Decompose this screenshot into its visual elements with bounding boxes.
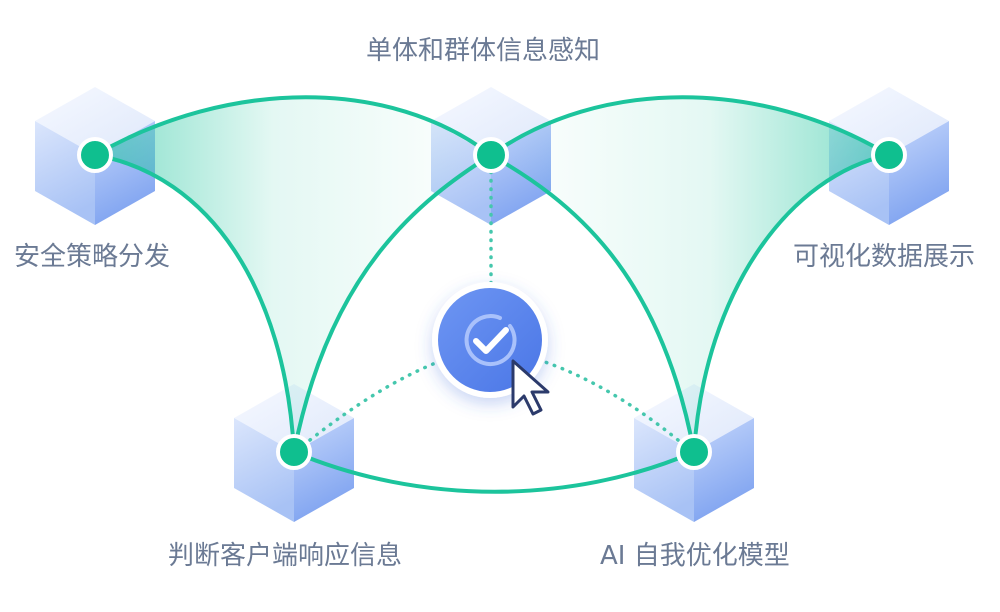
check-circle-icon xyxy=(464,314,517,367)
mouse-cursor-icon xyxy=(511,359,550,416)
label-bottom-right: AI 自我优化模型 xyxy=(600,541,790,571)
label-right: 可视化数据展示 xyxy=(793,242,976,272)
link-right-bottomright xyxy=(692,153,891,454)
link-bottomleft-bottomright xyxy=(292,450,696,494)
fan-fill-left xyxy=(95,97,491,452)
node-right xyxy=(871,137,907,173)
node-bottom-right xyxy=(676,434,712,470)
link-topcenter-bottomright xyxy=(489,153,696,454)
link-left-topcenter xyxy=(93,95,493,157)
link-left-bottomleft xyxy=(93,153,296,454)
label-top-center: 单体和群体信息感知 xyxy=(366,36,601,66)
fan-fill-right xyxy=(491,97,889,452)
node-top-center xyxy=(473,137,509,173)
link-topcenter-bottomleft xyxy=(292,153,493,454)
label-bottom-left: 判断客户端响应信息 xyxy=(168,541,403,571)
label-left: 安全策略分发 xyxy=(14,242,171,272)
dotted-link-left xyxy=(308,360,440,442)
node-left xyxy=(77,137,113,173)
node-bottom-left xyxy=(276,434,312,470)
link-topcenter-right xyxy=(489,95,891,157)
